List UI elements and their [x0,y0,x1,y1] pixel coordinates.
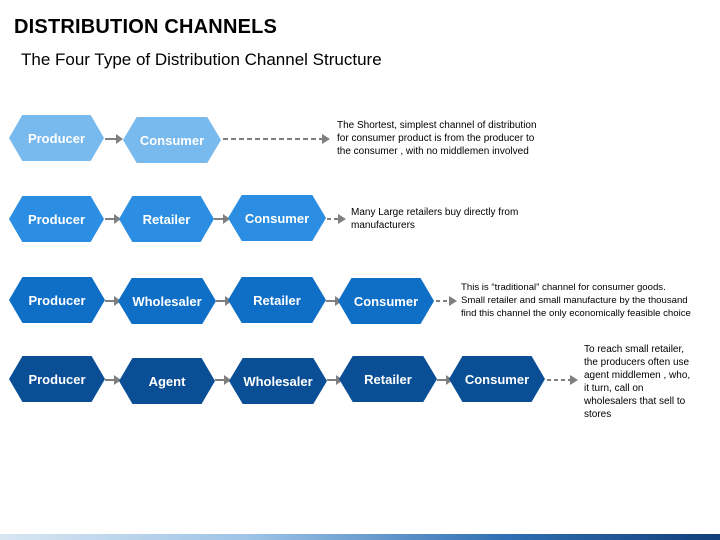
arrow-solid [437,375,453,385]
channel-description: To reach small retailer, the producers o… [584,343,718,421]
arrow-dashed [327,214,346,224]
arrow-solid [327,375,343,385]
arrow-solid [214,214,230,224]
arrow-dashed [436,296,457,306]
node-producer: Producer [9,277,105,323]
node-consumer: Consumer [338,278,434,324]
node-producer: Producer [9,356,105,402]
node-label: Producer [28,371,86,387]
description-line: The Shortest, simplest channel of distri… [337,120,537,131]
node-producer: Producer [9,196,104,242]
channel-row-2: Producer Retailer Consumer Many Large re… [0,195,720,245]
arrow-solid [105,296,121,306]
node-agent: Agent [119,358,215,404]
node-consumer: Consumer [123,117,221,163]
description-line: This is “traditional” channel for consum… [461,282,666,293]
node-retailer: Retailer [339,356,437,402]
node-label: Wholesaler [132,293,202,309]
channel-description: Many Large retailers buy directly from m… [351,206,571,232]
node-label: Consumer [139,132,205,148]
description-line: To reach small retailer, [584,344,685,355]
node-label: Retailer [253,292,301,308]
node-producer: Producer [9,115,104,161]
arrow-solid [216,296,232,306]
channel-description: This is “traditional” channel for consum… [461,281,717,320]
node-label: Retailer [142,211,191,227]
description-line: stores [584,409,612,420]
channel-row-4: Producer Agent Wholesaler Retailer Consu… [0,356,720,406]
node-label: Agent [148,373,186,389]
arrow-solid [105,134,123,144]
arrow-solid [105,375,121,385]
node-wholesaler: Wholesaler [118,278,216,324]
arrow-solid [215,375,231,385]
node-retailer: Retailer [119,196,214,242]
node-label: Consumer [244,210,310,226]
node-label: Producer [27,130,86,146]
bottom-accent-bar [0,534,720,540]
description-line: for consumer product is from the produce… [337,133,535,144]
page-subtitle: The Four Type of Distribution Channel St… [21,50,382,69]
description-line: agent middlemen , who, [584,370,691,381]
description-line: find this channel the only economically … [461,308,691,319]
arrow-solid [105,214,121,224]
description-line: manufacturers [351,220,415,231]
node-label: Producer [28,292,86,308]
channel-description: The Shortest, simplest channel of distri… [337,119,577,158]
channel-row-3: Producer Wholesaler Retailer Consumer Th… [0,277,720,327]
node-wholesaler: Wholesaler [229,358,327,404]
description-line: the producers often use [584,357,690,368]
description-line: the consumer , with no middlemen involve… [337,146,529,157]
page-title: DISTRIBUTION CHANNELS [14,16,278,38]
node-label: Consumer [464,371,530,387]
node-consumer: Consumer [228,195,326,241]
node-label: Producer [27,211,86,227]
description-line: Many Large retailers buy directly from [351,207,519,218]
node-label: Consumer [353,293,419,309]
description-line: it turn, call on [584,383,644,394]
arrow-dashed [547,375,578,385]
node-label: Wholesaler [243,373,313,389]
node-retailer: Retailer [228,277,326,323]
channel-row-1: Producer Consumer The Shortest, simplest… [0,115,720,165]
node-consumer: Consumer [449,356,545,402]
arrow-dashed [223,134,330,144]
description-line: wholesalers that sell to [584,396,686,407]
node-label: Retailer [364,371,412,387]
description-line: Small retailer and small manufacture by … [461,295,688,306]
